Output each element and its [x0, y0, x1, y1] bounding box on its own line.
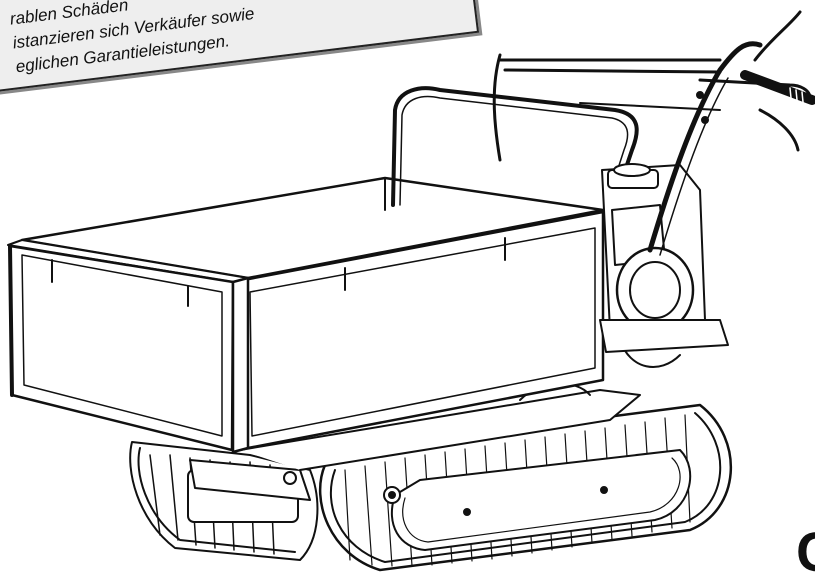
frame-tubes: [391, 53, 722, 217]
engine: [599, 163, 729, 368]
chassis: [189, 382, 641, 501]
page-corner-mark: C: [796, 524, 815, 580]
handlebar: [647, 10, 815, 256]
dump-bed: [7, 176, 605, 454]
